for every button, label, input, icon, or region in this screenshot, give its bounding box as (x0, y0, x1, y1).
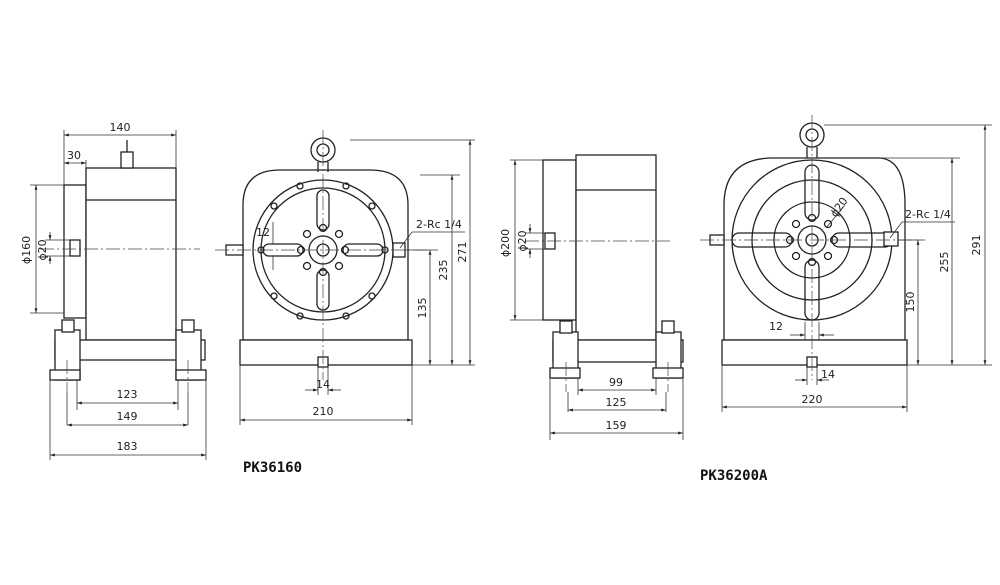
pk36200a-dim-220: 220 (802, 393, 823, 406)
pk36200a-dim-99: 99 (609, 376, 623, 389)
pk36160-dim-123: 123 (117, 388, 138, 401)
pk36200a-model-title: PK36200A (700, 468, 768, 484)
pk36200a-dim-159: 159 (606, 419, 627, 432)
pk36200a-dim-12: 12 (769, 320, 783, 333)
pk36160-dim-phi160: ϕ160 (20, 236, 33, 264)
pk36200a-dim-291: 291 (970, 235, 983, 256)
pk36200a-dim-14: 14 (821, 368, 835, 381)
pk36160-dim-phi20: ϕ20 (36, 239, 49, 260)
pk36200a-dim-phi200: ϕ200 (499, 229, 512, 257)
pk36160-dim-140: 140 (110, 121, 131, 134)
pk36160-side-view: 140 30 ϕ160 ϕ20 123 149 183 (20, 121, 207, 460)
pk36160-dim-235: 235 (437, 260, 450, 281)
pk36200a-dim-125: 125 (606, 396, 627, 409)
pk36160-model-title: PK36160 (243, 460, 302, 476)
pk36200a-port-label: 2-Rc 1/4 (905, 208, 951, 221)
pk36160-dim-12: 12 (256, 226, 270, 239)
pk36160-dim-210: 210 (313, 405, 334, 418)
pk36160-port-label: 2-Rc 1/4 (416, 218, 462, 231)
pk36200a-dim-phi20: ϕ20 (516, 230, 529, 251)
pk36200a-side-view: ϕ200 ϕ20 99 125 159 (499, 154, 684, 440)
pk36160-dim-30: 30 (67, 149, 81, 162)
pk36160-dim-135: 135 (416, 298, 429, 319)
pk36200a-dim-255: 255 (938, 252, 951, 273)
pk36160-dim-149: 149 (117, 410, 138, 423)
pk36200a-front-view: 12 14 220 150 255 291 2-Rc 1/4 ϕ20 (700, 115, 992, 412)
pk36160-front-view: 12 14 210 135 235 271 2-Rc 1/4 (215, 130, 475, 425)
pk36160-dim-271: 271 (456, 242, 469, 263)
pk36160-dim-183: 183 (117, 440, 138, 453)
pk36160-dim-14: 14 (316, 378, 330, 391)
pk36200a-dim-150: 150 (904, 292, 917, 313)
